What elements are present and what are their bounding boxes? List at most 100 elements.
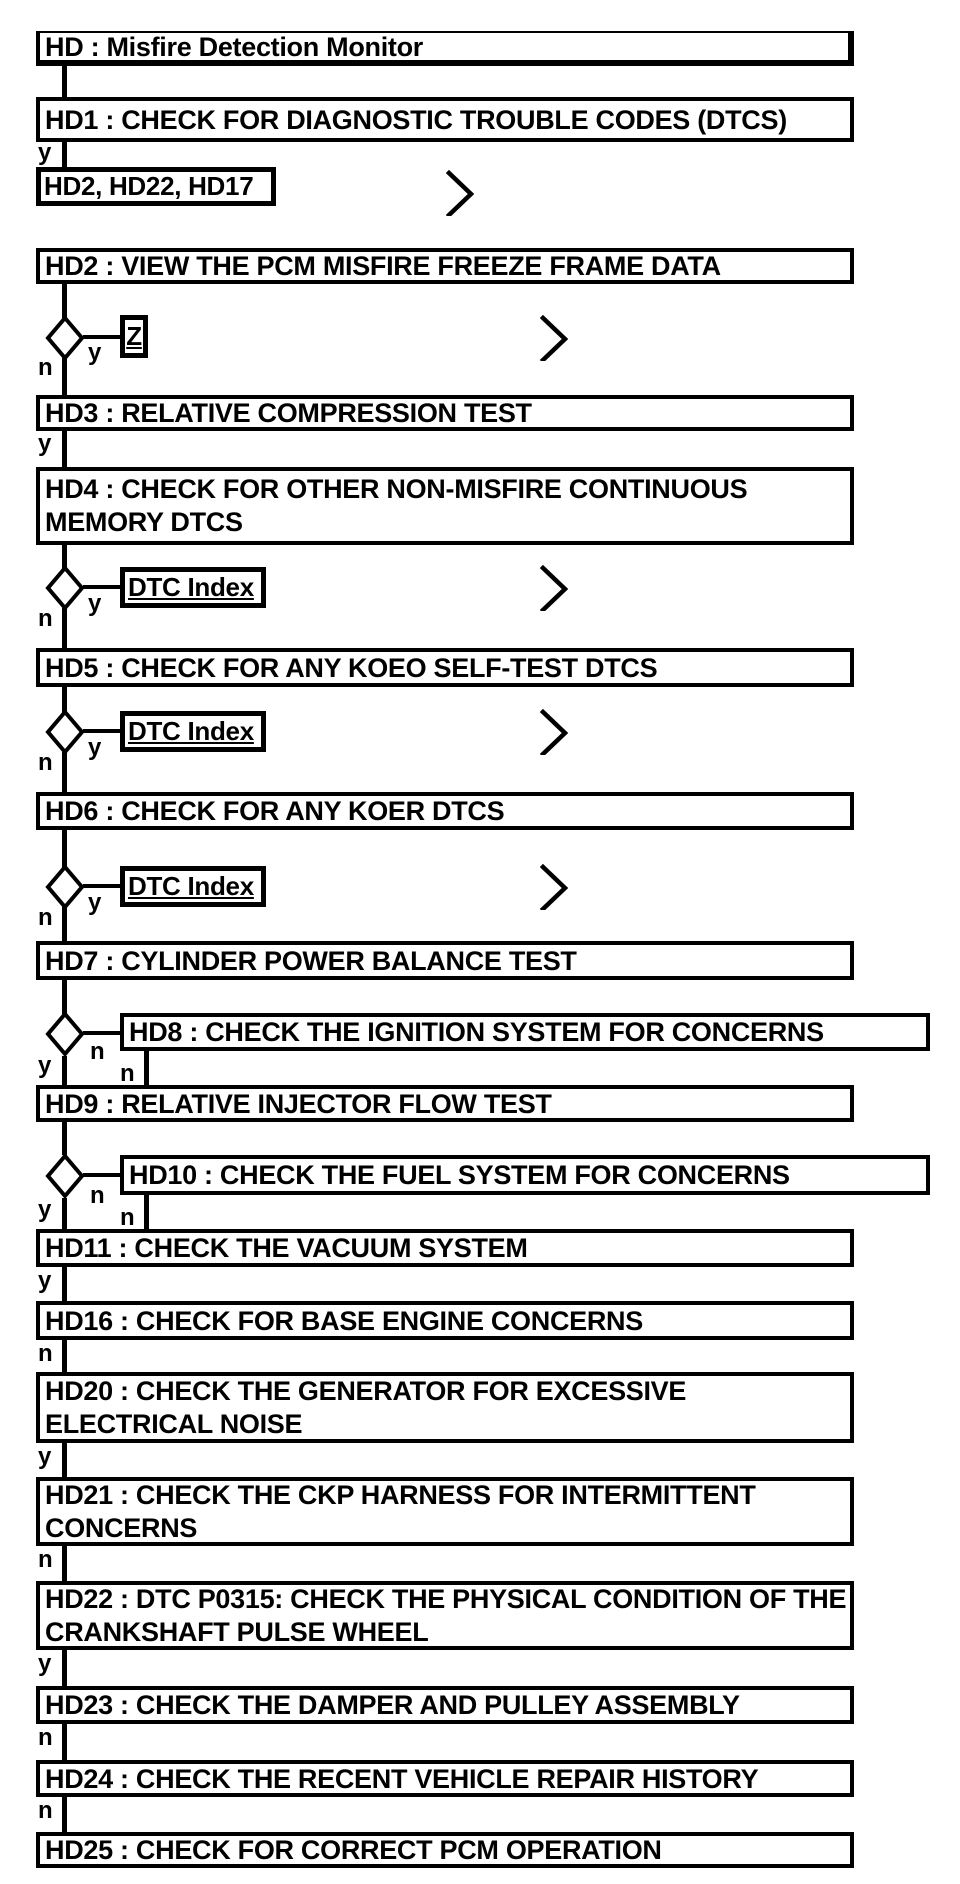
continue-chevron-icon [540, 315, 568, 361]
branch-label-no: n [120, 1060, 135, 1087]
flow-node-hd1: HD1 : CHECK FOR DIAGNOSTIC TROUBLE CODES… [36, 97, 854, 142]
branch-label-no: n [38, 904, 53, 931]
link-label: DTC Index [128, 572, 254, 602]
link-label: HD2, HD22, HD17 [44, 171, 254, 201]
branch-label-no: n [38, 1724, 53, 1751]
continue-chevron-icon [446, 170, 474, 216]
flow-node-label: HD8 : CHECK THE IGNITION SYSTEM FOR CONC… [129, 1017, 824, 1047]
link-box-dtc-index[interactable]: DTC Index [120, 567, 266, 608]
flow-node-hd6: HD6 : CHECK FOR ANY KOER DTCS [36, 792, 854, 830]
link-box-dtc-index[interactable]: DTC Index [120, 866, 266, 907]
connector-line [62, 608, 67, 648]
branch-label-yes: y [38, 1443, 52, 1470]
flow-node-hd11: HD11 : CHECK THE VACUUM SYSTEM [36, 1229, 854, 1267]
connector-line [62, 687, 67, 713]
branch-label-no: n [90, 1038, 105, 1065]
decision-diamond-icon [45, 710, 85, 754]
connector-line [62, 1122, 67, 1155]
flow-node-hd16: HD16 : CHECK FOR BASE ENGINE CONCERNS [36, 1301, 854, 1340]
branch-label-no: n [38, 1340, 53, 1367]
flow-node-label: HD3 : RELATIVE COMPRESSION TEST [45, 398, 532, 428]
decision-diamond-icon [45, 566, 85, 610]
connector-line [62, 830, 67, 868]
branch-label-yes: y [38, 1650, 52, 1677]
link-box-z[interactable]: Z [120, 315, 148, 358]
link-box-dtc-index[interactable]: DTC Index [120, 711, 266, 752]
flow-node-label: HD21 : CHECK THE CKP HARNESS FOR INTERMI… [45, 1479, 756, 1543]
connector-line [62, 1650, 67, 1686]
branch-label-yes: y [88, 889, 102, 916]
flow-node-label: HD25 : CHECK FOR CORRECT PCM OPERATION [45, 1835, 662, 1865]
decision-diamond-icon [45, 1012, 85, 1056]
branch-label-yes: y [88, 734, 102, 761]
flow-node-hd7: HD7 : CYLINDER POWER BALANCE TEST [36, 941, 854, 980]
flow-node-label: HD9 : RELATIVE INJECTOR FLOW TEST [45, 1088, 552, 1119]
branch-label-yes: y [38, 1196, 52, 1223]
flow-node-hd10: HD10 : CHECK THE FUEL SYSTEM FOR CONCERN… [120, 1155, 930, 1195]
flow-node-hd20: HD20 : CHECK THE GENERATOR FOR EXCESSIVE… [36, 1372, 854, 1443]
branch-label-no: n [38, 354, 53, 381]
decision-diamond-icon [45, 865, 85, 909]
connector-line [62, 1267, 67, 1301]
connector-line [62, 1443, 67, 1477]
flow-node-label: HD23 : CHECK THE DAMPER AND PULLEY ASSEM… [45, 1690, 740, 1720]
connector-line [62, 752, 67, 792]
flow-node-hd25: HD25 : CHECK FOR CORRECT PCM OPERATION [36, 1832, 854, 1868]
continue-chevron-icon [540, 864, 568, 910]
connector-line [62, 1724, 67, 1760]
flow-node-label: HD4 : CHECK FOR OTHER NON-MISFIRE CONTIN… [45, 474, 748, 537]
flow-node-hd4: HD4 : CHECK FOR OTHER NON-MISFIRE CONTIN… [36, 467, 854, 545]
connector-line [83, 729, 120, 733]
connector-line [62, 1198, 67, 1229]
connector-line [62, 284, 67, 318]
branch-label-no: n [90, 1182, 105, 1209]
continue-chevron-icon [540, 709, 568, 755]
connector-line [62, 1546, 67, 1581]
flow-node-label: HD11 : CHECK THE VACUUM SYSTEM [45, 1233, 528, 1263]
flow-node-hd3: HD3 : RELATIVE COMPRESSION TEST [36, 395, 854, 431]
connector-line [62, 431, 67, 467]
flow-node-hd8: HD8 : CHECK THE IGNITION SYSTEM FOR CONC… [120, 1013, 930, 1051]
connector-line [83, 884, 120, 888]
connector-line [83, 1031, 120, 1035]
connector-line [62, 907, 67, 941]
connector-line [62, 1340, 67, 1372]
flow-node-hd24: HD24 : CHECK THE RECENT VEHICLE REPAIR H… [36, 1760, 854, 1797]
flow-node-hd23: HD23 : CHECK THE DAMPER AND PULLEY ASSEM… [36, 1686, 854, 1724]
flow-node-hd9: HD9 : RELATIVE INJECTOR FLOW TEST [36, 1085, 854, 1122]
flow-node-label: HD10 : CHECK THE FUEL SYSTEM FOR CONCERN… [129, 1160, 790, 1190]
flow-node-label: HD20 : CHECK THE GENERATOR FOR EXCESSIVE… [45, 1375, 687, 1439]
connector-line [62, 358, 67, 395]
connector-line [83, 585, 120, 589]
connector-line [62, 1797, 67, 1832]
continue-chevron-icon [540, 565, 568, 611]
branch-label-yes: y [38, 139, 52, 166]
connector-line [62, 142, 67, 168]
branch-label-yes: y [38, 430, 52, 457]
flow-node-label: HD7 : CYLINDER POWER BALANCE TEST [45, 945, 577, 976]
connector-line [62, 545, 67, 569]
connector-line [83, 1173, 120, 1177]
flow-node-hd22: HD22 : DTC P0315: CHECK THE PHYSICAL CON… [36, 1581, 854, 1650]
decision-diamond-icon [45, 1154, 85, 1198]
flow-node-hd5: HD5 : CHECK FOR ANY KOEO SELF-TEST DTCS [36, 648, 854, 687]
branch-label-no: n [120, 1204, 135, 1231]
flow-node-hd2: HD2 : VIEW THE PCM MISFIRE FREEZE FRAME … [36, 248, 854, 284]
branch-label-no: n [38, 1797, 53, 1824]
connector-line [62, 1056, 67, 1085]
flow-node-label: HD2 : VIEW THE PCM MISFIRE FREEZE FRAME … [45, 251, 721, 281]
flow-node-label: HD5 : CHECK FOR ANY KOEO SELF-TEST DTCS [45, 652, 658, 683]
link-box-hd2-hd22-hd17[interactable]: HD2, HD22, HD17 [36, 167, 276, 206]
link-label: DTC Index [128, 716, 254, 746]
link-label: Z [126, 321, 142, 351]
flow-node-label: HD22 : DTC P0315: CHECK THE PHYSICAL CON… [45, 1583, 847, 1647]
connector-line [62, 66, 67, 97]
flow-node-hd-title: HD : Misfire Detection Monitor [36, 31, 854, 66]
connector-line [83, 335, 120, 339]
branch-label-yes: y [88, 339, 102, 366]
flow-node-label: HD16 : CHECK FOR BASE ENGINE CONCERNS [45, 1305, 643, 1336]
connector-line [144, 1195, 149, 1229]
flow-node-label: HD6 : CHECK FOR ANY KOER DTCS [45, 796, 505, 826]
flow-node-label: HD : Misfire Detection Monitor [45, 31, 424, 62]
